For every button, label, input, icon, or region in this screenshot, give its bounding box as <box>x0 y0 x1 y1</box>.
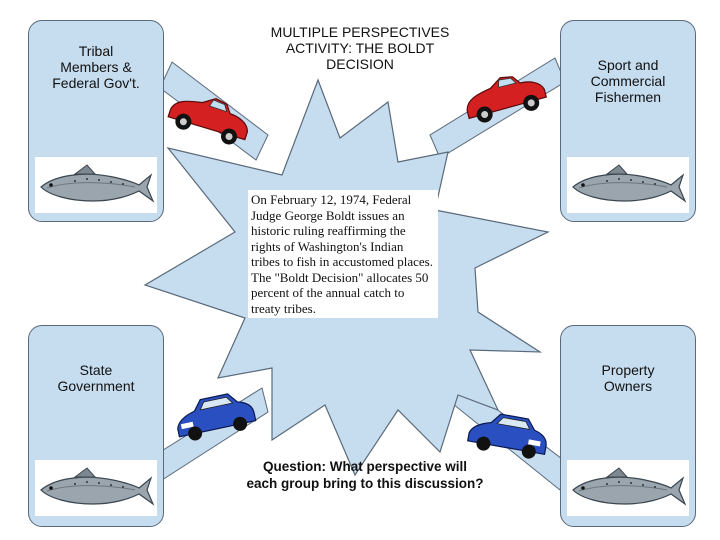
salmon-icon <box>572 164 687 203</box>
group-label-fishermen: Sport and Commercial Fishermen <box>590 57 666 105</box>
salmon-icon <box>572 467 687 506</box>
group-box-fishermen: Sport and Commercial Fishermen <box>560 20 696 222</box>
group-label-property: Property Owners <box>601 362 655 394</box>
salmon-icon <box>40 164 155 203</box>
group-box-tribal: Tribal Members & Federal Gov't. <box>28 20 164 222</box>
salmon-icon <box>40 467 155 506</box>
blue-car-icon <box>467 413 547 459</box>
fish-panel-fishermen <box>567 157 689 213</box>
discussion-question: Question: What perspective will each gro… <box>246 459 484 491</box>
group-label-tribal: Tribal Members & Federal Gov't. <box>52 43 140 91</box>
fish-panel-tribal <box>35 157 157 213</box>
red-car-icon <box>167 98 248 145</box>
activity-title: MULTIPLE PERSPECTIVES ACTIVITY: THE BOLD… <box>270 24 450 72</box>
group-box-property: Property Owners <box>560 325 696 527</box>
group-label-state: State Government <box>57 362 135 394</box>
blue-car-icon <box>177 393 257 441</box>
fish-panel-state <box>35 460 157 516</box>
fish-panel-property <box>567 460 689 516</box>
boldt-ruling-text: On February 12, 1974, Federal Judge Geor… <box>248 190 438 318</box>
red-car-icon <box>466 76 547 123</box>
group-box-state: State Government <box>28 325 164 527</box>
